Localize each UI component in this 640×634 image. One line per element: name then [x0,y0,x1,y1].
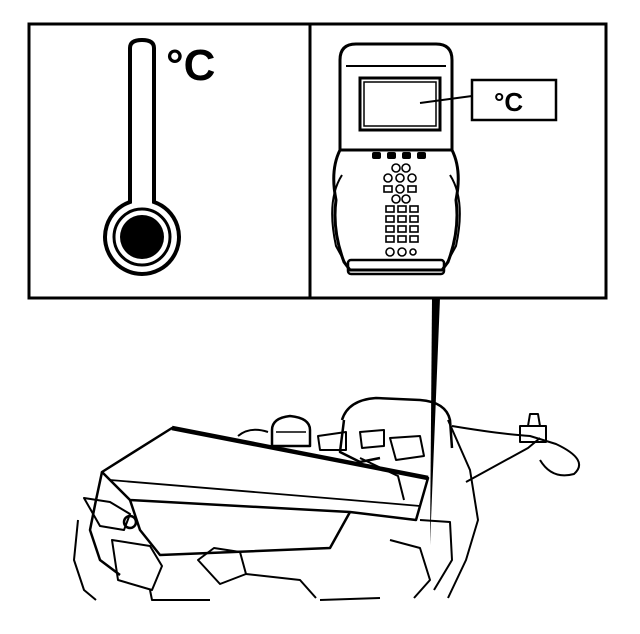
device-keypad [383,163,419,257]
right-panel-border [308,22,608,300]
panels-frame [27,22,608,300]
engine-illustration [73,396,580,601]
readout-callout [419,78,558,122]
connection-pointer [430,298,440,545]
readout-label-box [470,78,558,122]
device-function-keys [372,152,426,159]
thermometer-icon [103,37,181,276]
device-screen [358,76,442,132]
celsius-label: °C [166,41,215,90]
sensor-connector [519,425,547,443]
readout-unit-label: °C [494,87,523,117]
scan-tool-device [331,42,461,276]
